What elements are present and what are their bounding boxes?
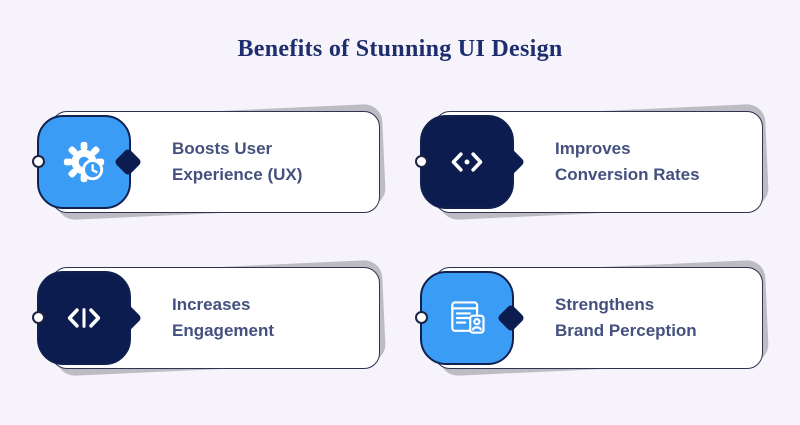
icon-tile	[415, 271, 514, 365]
icon-tile	[32, 115, 131, 209]
benefit-card-engagement: Increases Engagement	[32, 259, 387, 377]
benefit-card-conversion: Improves Conversion Rates	[415, 103, 770, 221]
benefit-card-brand: Strengthens Brand Perception	[415, 259, 770, 377]
benefit-label: Increases Engagement	[172, 294, 275, 340]
browser-wireframe-icon	[445, 296, 489, 340]
page-title: Benefits of Stunning UI Design	[237, 36, 563, 62]
pin-dot	[415, 311, 428, 324]
icon-tile	[415, 115, 514, 209]
pin-dot	[32, 155, 45, 168]
benefits-grid: Boosts User Experience (UX)	[32, 103, 770, 377]
pin-dot	[415, 155, 428, 168]
pin-dot	[32, 311, 45, 324]
benefit-label: Strengthens Brand Perception	[555, 294, 697, 340]
benefit-card-ux: Boosts User Experience (UX)	[32, 103, 387, 221]
benefit-label: Improves Conversion Rates	[555, 138, 700, 184]
code-line-icon	[63, 297, 105, 339]
gear-clock-icon	[61, 139, 107, 185]
icon-tile	[32, 271, 131, 365]
benefit-label: Boosts User Experience (UX)	[172, 138, 303, 184]
code-brackets-icon	[446, 141, 488, 183]
